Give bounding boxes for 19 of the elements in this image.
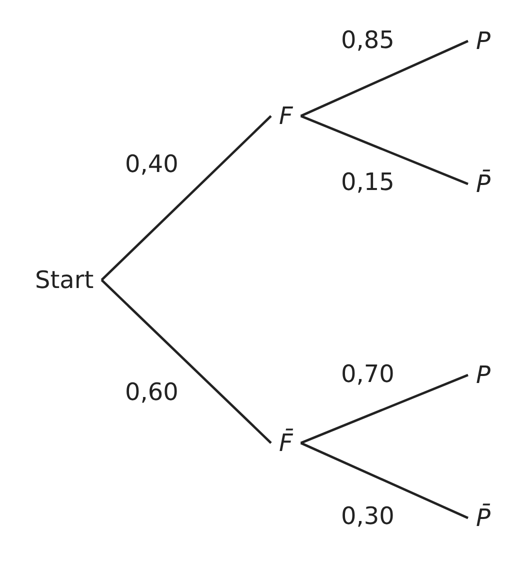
edge-label: 0,15 xyxy=(341,168,394,196)
branch-line xyxy=(300,40,468,118)
branch-line xyxy=(100,279,272,444)
tree-node-label: P xyxy=(474,361,492,389)
tree-node-label: F̄ xyxy=(277,429,295,457)
edge-label: 0,60 xyxy=(125,378,178,406)
branch-line xyxy=(300,442,468,520)
tree-node-label: P̄ xyxy=(474,504,492,532)
edge-label: 0,30 xyxy=(341,502,394,530)
tree-node-label: F xyxy=(277,102,295,130)
edge-label: 0,70 xyxy=(341,360,394,388)
edge-label: 0,40 xyxy=(125,150,178,178)
branch-line xyxy=(100,115,272,281)
branch-line xyxy=(300,374,468,444)
edge-label: 0,85 xyxy=(341,26,394,54)
tree-node-label: Start xyxy=(33,266,96,294)
branch-line xyxy=(300,114,468,186)
tree-node-label: P̄ xyxy=(474,170,492,198)
tree-node-label: P xyxy=(474,27,492,55)
